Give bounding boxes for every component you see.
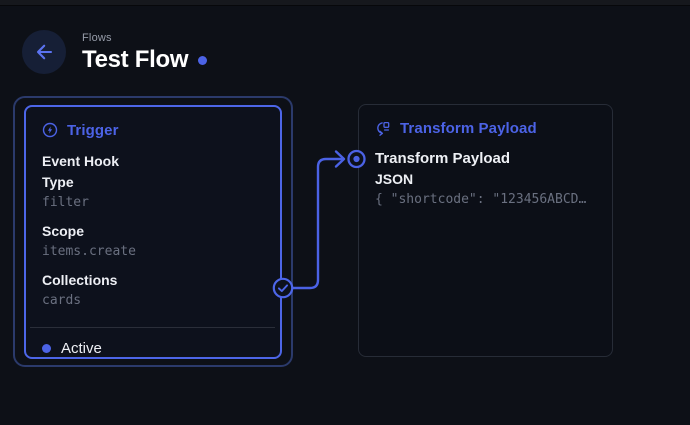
- operation-panel-header: Transform Payload: [375, 119, 596, 137]
- arrow-left-icon: [33, 41, 55, 63]
- field-label: Scope: [42, 223, 85, 239]
- trigger-resolve-socket-check-icon[interactable]: [272, 277, 294, 299]
- window-top-strip: [0, 0, 690, 6]
- field-label: Type: [42, 174, 74, 190]
- field-value: filter: [42, 195, 89, 210]
- trigger-panel-header: Trigger: [42, 121, 264, 139]
- operation-input-socket[interactable]: [346, 149, 367, 169]
- trigger-field-scope: Scope items.create: [42, 221, 264, 262]
- status-active-dot: [42, 343, 51, 353]
- trigger-panel[interactable]: Trigger Event Hook Type filter Scope ite…: [24, 105, 282, 359]
- field-value: cards: [42, 293, 82, 308]
- operation-field-value: { "shortcode": "123456ABCD…: [375, 192, 587, 207]
- trigger-field-collections: Collections cards: [42, 270, 264, 311]
- field-value: items.create: [42, 244, 136, 259]
- page-title: Test Flow: [82, 46, 189, 73]
- status-label: Active: [61, 339, 102, 357]
- operation-panel-title: Transform Payload: [400, 119, 537, 137]
- field-label: Collections: [42, 272, 118, 288]
- page-header: Flows Test Flow: [22, 30, 208, 74]
- trigger-panel-title: Trigger: [67, 121, 119, 139]
- divider: [30, 327, 275, 328]
- bolt-circle-icon: [42, 122, 58, 138]
- unsaved-changes-dot: [198, 56, 208, 65]
- trigger-field-type: Type filter: [42, 172, 264, 213]
- operation-field-label: JSON: [375, 171, 414, 187]
- breadcrumb[interactable]: Flows: [82, 32, 112, 44]
- trigger-type-label: Event Hook: [42, 153, 120, 169]
- back-button[interactable]: [22, 30, 66, 74]
- operation-panel-transform-payload[interactable]: Transform Payload Transform Payload JSON…: [358, 104, 613, 357]
- operation-name: Transform Payload: [375, 150, 511, 167]
- transform-icon: [375, 120, 391, 136]
- trigger-status: Active: [42, 338, 102, 358]
